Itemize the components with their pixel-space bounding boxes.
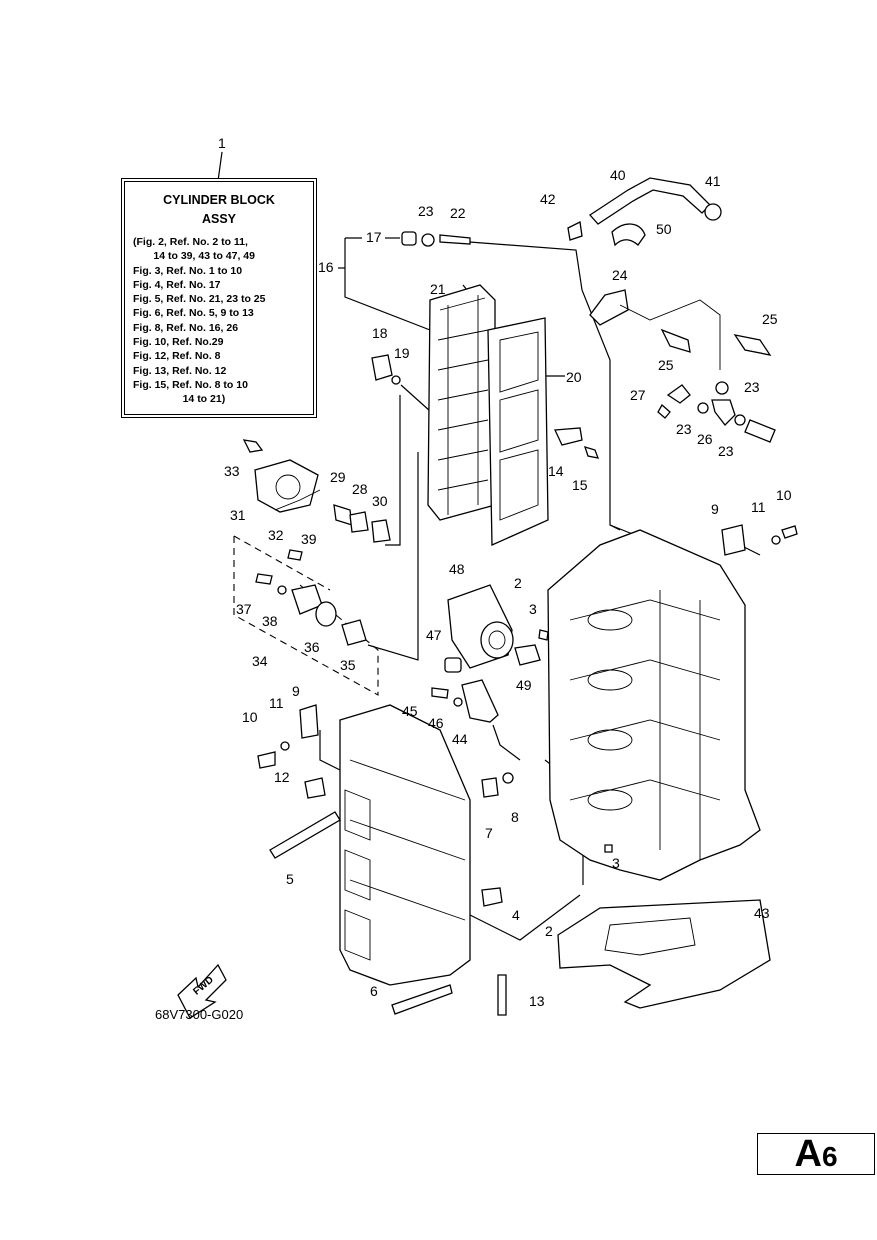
callout-36: 36: [304, 639, 320, 655]
legend-line: Fig. 3, Ref. No. 1 to 10: [133, 264, 243, 277]
callout-2a: 2: [514, 575, 522, 591]
callout-26: 26: [697, 431, 713, 447]
callout-30: 30: [372, 493, 388, 509]
gasket: [557, 899, 771, 1009]
legend-line: Fig. 13, Ref. No. 12: [133, 364, 227, 377]
callout-20: 20: [566, 369, 582, 385]
callout-18: 18: [372, 325, 388, 341]
hoses-and-clamps: [401, 177, 776, 443]
callout-13: 13: [529, 993, 545, 1009]
cylinder-block: [547, 529, 761, 881]
callout-32: 32: [268, 527, 284, 543]
callout-10b: 10: [242, 709, 258, 725]
anode-parts: [255, 549, 367, 646]
cylinder-block-assy-legend: CYLINDER BLOCK ASSY (Fig. 2, Ref. No. 2 …: [124, 181, 314, 415]
page-label: A6: [757, 1133, 875, 1175]
legend-line: Fig. 15, Ref. No. 8 to 10: [133, 378, 248, 391]
callout-23b: 23: [744, 379, 760, 395]
callout-14: 14: [548, 463, 564, 479]
callout-39: 39: [301, 531, 317, 547]
callout-31: 31: [230, 507, 246, 523]
dowel-and-bracket-parts: [538, 524, 798, 853]
drawing-code: 68V7300-G020: [155, 1007, 244, 1022]
callout-8: 8: [511, 809, 519, 825]
legend-line: 14 to 21): [133, 393, 226, 406]
legend-line: 14 to 39, 43 to 47, 49: [133, 250, 255, 263]
crankcase: [257, 704, 507, 1016]
bracket-and-bolts: [431, 679, 514, 798]
page-label-number: 6: [821, 1141, 838, 1172]
callout-44: 44: [452, 731, 468, 747]
callout-23a: 23: [418, 203, 434, 219]
callout-23c: 23: [676, 421, 692, 437]
callout-2b: 2: [545, 923, 553, 939]
callout-16: 16: [318, 259, 334, 275]
callout-47: 47: [426, 627, 442, 643]
callout-50: 50: [656, 221, 672, 237]
page-label-letter: A: [794, 1133, 822, 1175]
callout-24: 24: [612, 267, 628, 283]
callout-28: 28: [352, 481, 368, 497]
legend-subtitle: ASSY: [201, 212, 237, 226]
callout-6: 6: [370, 983, 378, 999]
callout-41: 41: [705, 173, 721, 189]
legend-line: Fig. 6, Ref. No. 5, 9 to 13: [133, 307, 254, 320]
callout-11b: 11: [269, 695, 284, 711]
callout-43: 43: [754, 905, 770, 921]
callout-33: 33: [224, 463, 240, 479]
callout-25a: 25: [762, 311, 778, 327]
callout-19: 19: [394, 345, 410, 361]
legend-line: (Fig. 2, Ref. No. 2 to 11,: [133, 236, 248, 248]
exhaust-cover: [427, 284, 549, 546]
callout-21: 21: [430, 281, 446, 297]
callout-35: 35: [340, 657, 356, 673]
callout-numbers: 1 2 2 3 3 4 5 6 7 8 9 9 10 10 11 11 12 1…: [218, 135, 792, 1009]
legend-line: Fig. 4, Ref. No. 17: [133, 278, 221, 291]
callout-40: 40: [610, 167, 626, 183]
callout-12: 12: [274, 769, 290, 785]
callout-9a: 9: [711, 501, 719, 517]
callout-29: 29: [330, 469, 346, 485]
callout-38: 38: [262, 613, 278, 629]
callout-15: 15: [572, 477, 588, 493]
callout-4: 4: [512, 907, 520, 923]
oil-filter: [444, 584, 541, 673]
callout-42: 42: [540, 191, 556, 207]
callout-46: 46: [428, 715, 444, 731]
callout-23d: 23: [718, 443, 734, 459]
callout-45: 45: [402, 703, 418, 719]
callout-9b: 9: [292, 683, 300, 699]
legend-line: Fig. 8, Ref. No. 16, 26: [133, 321, 239, 334]
callout-49: 49: [516, 677, 532, 693]
thermostat-parts: [242, 354, 600, 543]
callout-25b: 25: [658, 357, 674, 373]
legend-line: Fig. 12, Ref. No. 8: [133, 350, 221, 363]
callout-17: 17: [366, 229, 382, 245]
callout-1: 1: [218, 135, 226, 151]
callout-3a: 3: [529, 601, 537, 617]
legend-line: Fig. 10, Ref. No.29: [133, 336, 224, 349]
callout-48: 48: [449, 561, 465, 577]
callout-27: 27: [630, 387, 646, 403]
callout-11a: 11: [751, 499, 766, 515]
callout-37: 37: [236, 601, 252, 617]
callout-22: 22: [450, 205, 466, 221]
callout-34: 34: [252, 653, 268, 669]
callout-7: 7: [485, 825, 493, 841]
legend-line: Fig. 5, Ref. No. 21, 23 to 25: [133, 293, 266, 306]
legend-title: CYLINDER BLOCK: [163, 193, 275, 207]
callout-5: 5: [286, 871, 294, 887]
callout-3b: 3: [612, 855, 620, 871]
callout-10a: 10: [776, 487, 792, 503]
